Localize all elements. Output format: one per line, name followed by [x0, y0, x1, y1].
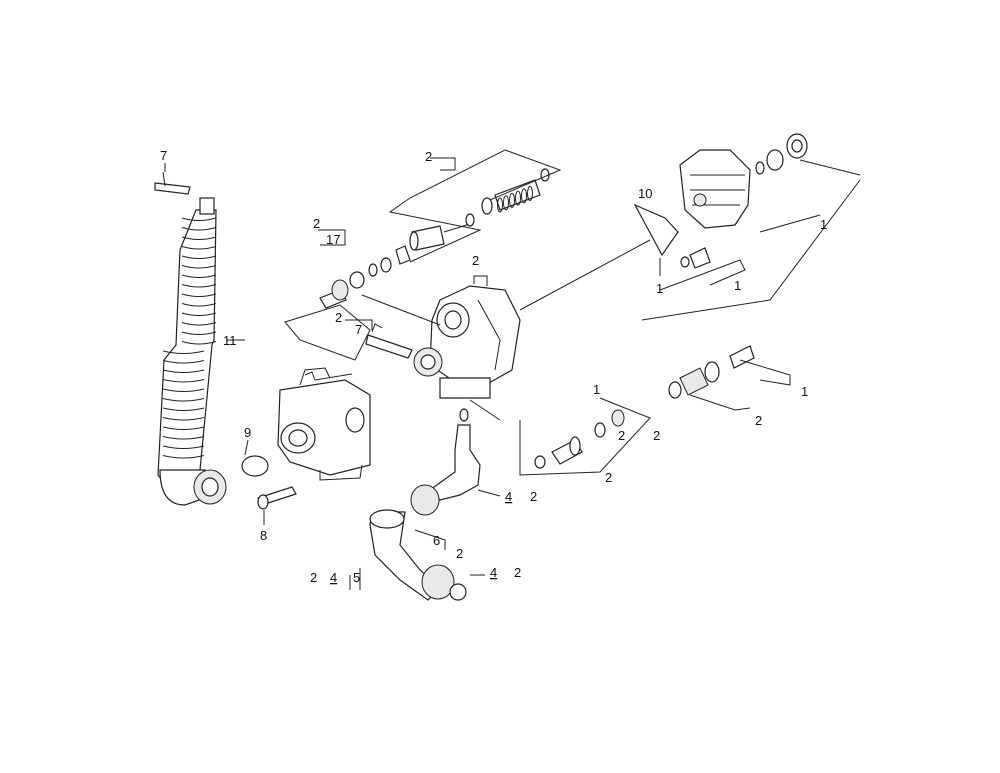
leader-lines	[164, 149, 861, 590]
label-part-7-mid: 7	[355, 322, 362, 337]
label-part-2-a: 2	[313, 216, 320, 231]
housing-block	[241, 367, 371, 510]
label-part-1-d: 1	[801, 384, 808, 399]
label-part-10: 10	[638, 186, 652, 201]
label-part-4-c: 4	[490, 565, 497, 580]
label-part-1-a: 1	[656, 281, 663, 296]
o-ring-part-9	[241, 455, 269, 477]
small-parts-row-17	[319, 245, 411, 309]
label-part-2-e: 2	[755, 413, 762, 428]
clip-part-7	[154, 182, 191, 195]
gasket-part-10	[633, 203, 679, 257]
label-part-2-d: 2	[472, 253, 479, 268]
label-part-2-l: 2	[514, 565, 521, 580]
label-part-2-g: 2	[653, 428, 660, 443]
label-part-8: 8	[260, 528, 267, 543]
label-part-17: 17	[326, 232, 340, 247]
top-valve-cartridge	[409, 168, 550, 251]
lower-valve-cartridge	[534, 409, 625, 469]
central-valve-block	[413, 275, 521, 399]
label-part-5: 5	[353, 570, 360, 585]
small-valve	[680, 247, 711, 269]
hose-end-fitting	[199, 197, 215, 215]
right-valve-cartridge	[668, 345, 755, 399]
label-part-11: 11	[223, 333, 237, 348]
label-part-1-e: 1	[593, 382, 600, 397]
elbow-pipe-assembly	[369, 408, 481, 601]
label-part-2-c: 2	[335, 310, 342, 325]
label-part-2-h: 2	[605, 470, 612, 485]
label-part-1-c: 1	[820, 217, 827, 232]
label-part-7-top: 7	[160, 148, 167, 163]
spring	[497, 186, 533, 213]
label-part-2-i: 2	[530, 489, 537, 504]
label-part-1-b: 1	[734, 278, 741, 293]
label-part-2-j: 2	[456, 546, 463, 561]
callout-labels: 7 11 9 8 2 17 2 2 7 2 10 1 1 1 1 1 2 2 2…	[160, 148, 827, 585]
label-part-2-f: 2	[618, 428, 625, 443]
label-part-6: 6	[433, 533, 440, 548]
label-part-2-k: 2	[310, 570, 317, 585]
label-part-4-a: 4	[505, 489, 512, 504]
label-part-4-b: 4	[330, 570, 337, 585]
hose-assembly	[154, 171, 227, 506]
pump-head	[679, 133, 808, 229]
label-part-2-b: 2	[425, 149, 432, 164]
clip-part-7-mid	[365, 323, 413, 359]
label-part-9: 9	[244, 425, 251, 440]
hose-corrugation	[162, 217, 217, 459]
